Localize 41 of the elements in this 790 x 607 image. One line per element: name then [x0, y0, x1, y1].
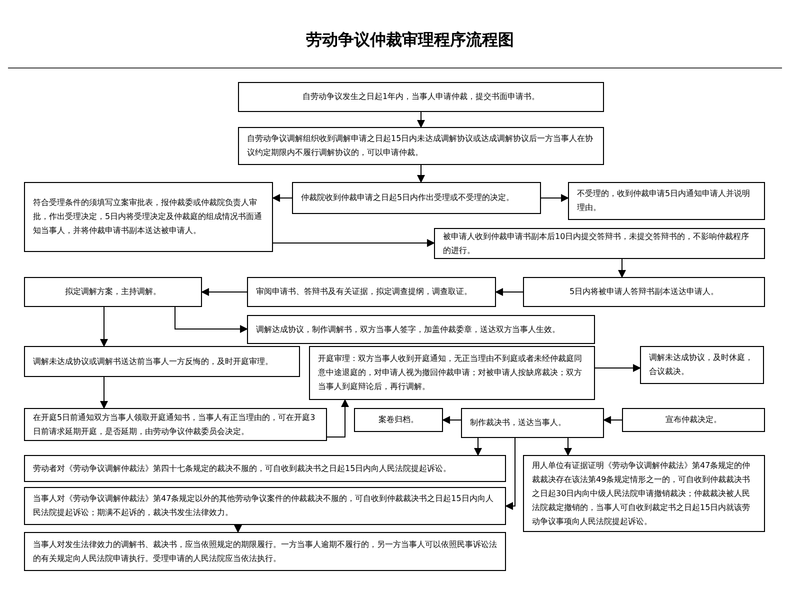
- arrow: [603, 416, 622, 424]
- process-box: 开庭审理：双方当事人收到开庭通知，无正当理由不到庭或者未经仲裁庭同意中途退庭的，对申请人视为撤回仲裁申请；对被申请人按缺席裁决；双方当事人到庭辩论后，再行调解。: [309, 346, 595, 400]
- process-box: 调解未达成协议或调解书送达前当事人一方反悔的，及时开庭审理。: [24, 346, 300, 377]
- arrow: [174, 306, 248, 333]
- arrow: [272, 239, 435, 247]
- arrow: [505, 438, 516, 510]
- process-box: 案卷归档。: [354, 408, 443, 432]
- arrow: [272, 194, 292, 202]
- process-box: 劳动者对《劳动争议调解仲裁法》第四十七条规定的裁决不服的，可自收到裁决书之日起15日内向人民法院提起诉讼。: [24, 455, 506, 482]
- arrow: [100, 376, 108, 409]
- process-box: 拟定调解方案，主持调解。: [24, 277, 202, 307]
- arrow: [417, 164, 425, 183]
- arrow: [618, 258, 626, 278]
- process-box: 符合受理条件的须填写立案审批表，报仲裁委或仲裁院负责人审批，作出受理决定，5日内将受理决定及仲裁庭的组成情况书面通知当事人，并将仲裁申请书副本送达被申请人。: [24, 182, 273, 252]
- arrow: [594, 364, 641, 372]
- process-box: 仲裁院收到仲裁申请之日起5日内作出受理或不受理的决定。: [292, 182, 541, 214]
- process-box: 5日内将被申请人答辩书副本送达申请人。: [523, 277, 765, 307]
- arrow: [540, 194, 569, 202]
- arrow: [495, 288, 524, 296]
- arrow: [100, 306, 108, 347]
- arrow: [417, 112, 425, 128]
- arrow: [442, 416, 462, 424]
- arrow: [234, 524, 242, 533]
- process-box: 在开庭5日前通知双方当事人领取开庭通知书，当事人有正当理由的，可在开庭3日前请求延期开庭，是否延期，由劳动争议仲裁委员会决定。: [24, 408, 327, 441]
- process-box: 审阅申请书、答辩书及有关证据，拟定调查提纲，调查取证。: [247, 277, 496, 307]
- process-box: 制作裁决书，送达当事人。: [461, 408, 604, 438]
- process-box: 宣布仲裁决定。: [622, 408, 765, 432]
- arrow: [326, 399, 349, 438]
- process-box: 被申请人收到仲裁申请书副本后10日内提交答辩书，未提交答辩书的，不影响仲裁程序的进行。: [434, 228, 765, 259]
- process-box: 自劳动争议发生之日起1年内，当事人申请仲裁，提交书面申请书。: [238, 82, 604, 112]
- arrow: [201, 288, 248, 296]
- process-box: 当事人对《劳动争议调解仲裁法》第47条规定以外的其他劳动争议案件的仲裁裁决不服的，可自收到仲裁裁决书之日起15日内向人民法院提起诉讼；期满不起诉的，裁决书发生法律效力。: [24, 487, 506, 525]
- arrow: [564, 438, 572, 456]
- process-box: 调解达成协议，制作调解书，双方当事人签字，加盖仲裁委章，送达双方当事人生效。: [247, 315, 595, 344]
- process-box: 调解未达成协议，及时休庭，合议裁决。: [640, 346, 764, 384]
- process-box: 自劳动争议调解组织收到调解申请之日起15日内未达成调解协议或达成调解协议后一方当事人在协议约定期限内不履行调解协议的，可以申请仲裁。: [238, 127, 604, 165]
- title: 劳动争议仲裁审理程序流程图: [305, 30, 515, 51]
- process-box: 用人单位有证据证明《劳动争议调解仲裁法》第47条规定的仲裁裁决存在该法第49条规定情形之一的，可自收到仲裁裁决书之日起30日内向中级人民法院申请撤销裁决；仲裁裁决被人民法院裁定撤销的，当事人可自收到裁定书之日起15日内就该劳动争议事项向人民法院提起诉讼。: [523, 455, 765, 532]
- process-box: 不受理的，收到仲裁申请5日内通知申请人并说明理由。: [568, 182, 765, 220]
- arrow: [474, 438, 482, 456]
- process-box: 当事人对发生法律效力的调解书、裁决书，应当依照规定的期限履行。一方当事人逾期不履行的，另一方当事人可以依照民事诉讼法的有关规定向人民法院申请执行。受理申请的人民法院应当依法执行。: [24, 532, 506, 571]
